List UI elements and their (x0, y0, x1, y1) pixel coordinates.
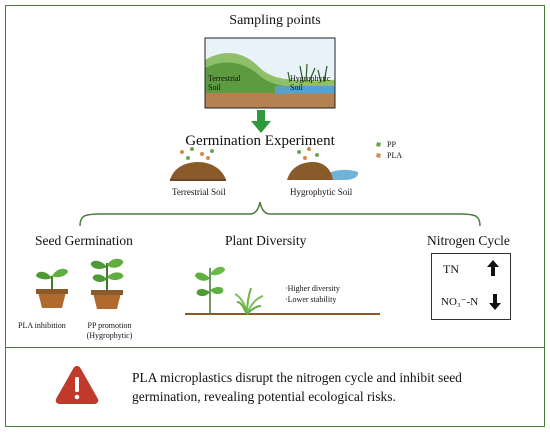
pp-seedling-icon (90, 258, 124, 309)
legend-pp: PP (387, 140, 396, 149)
arrow-down-icon (489, 294, 501, 310)
arrow-up-icon (487, 260, 499, 276)
legend-swatches (376, 142, 381, 158)
hygrophytic-label: Hygrophytic Soil (290, 74, 331, 92)
down-arrow-icon (251, 110, 271, 133)
nitrogen-cycle-title: Nitrogen Cycle (427, 233, 510, 248)
plant-diversity-title: Plant Diversity (225, 233, 307, 248)
warning-icon (55, 366, 99, 404)
germination-experiment-title: Germination Experiment (185, 133, 335, 149)
plant-diversity-illustration (185, 266, 380, 315)
terrestrial-soil-pile (170, 147, 226, 181)
pla-seedling-icon (36, 268, 68, 308)
hygrophytic-soil-label: Hygrophytic Soil (290, 187, 353, 197)
pla-inhibition-label: PLA inhibition (18, 321, 66, 330)
diversity-note-1: ·Higher diversity (285, 284, 340, 293)
nitrogen-box (431, 253, 511, 320)
section-divider (5, 347, 545, 348)
terrestrial-label: Terrestrial Soil (208, 74, 241, 92)
sampling-points-title: Sampling points (229, 13, 321, 28)
landscape-illustration (204, 37, 336, 109)
legend-pla: PLA (387, 151, 403, 160)
seed-germination-title: Seed Germination (35, 233, 133, 248)
terrestrial-soil-label: Terrestrial Soil (172, 187, 226, 197)
pp-promotion-sub: (Hygrophytic) (86, 331, 133, 340)
conclusion-text: PLA microplastics disrupt the nitrogen c… (132, 370, 462, 404)
pp-promotion-label: PP promotion (87, 321, 132, 330)
hygrophytic-soil-pile (287, 147, 359, 180)
no3-label: NO₃⁻-N (441, 296, 479, 308)
diversity-note-2: ·Lower stability (285, 295, 337, 304)
tn-label: TN (443, 262, 459, 276)
